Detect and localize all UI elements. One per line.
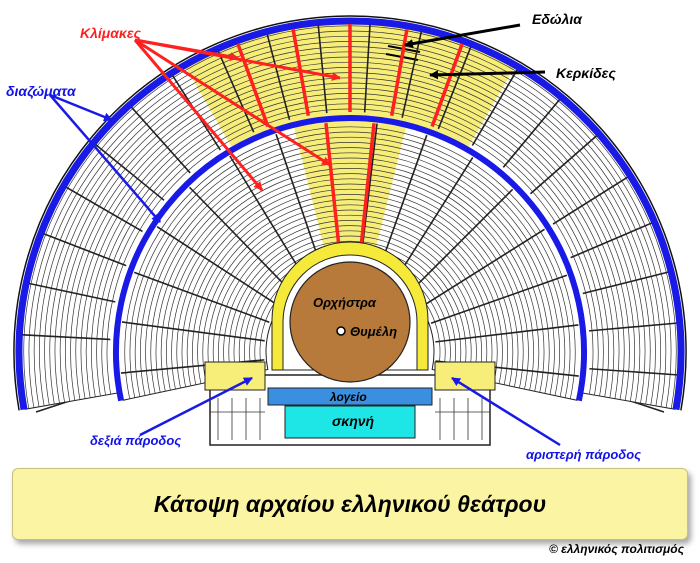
diazoma-inner (113, 115, 587, 402)
label-thymeli: Θυμέλη (350, 324, 398, 339)
cavea-outer-edge (13, 15, 687, 411)
label-aristeri-parodos: αριστερή πάροδος (526, 447, 642, 462)
label-skini: σκηνή (332, 413, 375, 429)
label-orchistra: Ορχήστρα (313, 295, 376, 310)
diazoma-rings (13, 15, 687, 411)
label-logeio: λογείο (330, 390, 367, 404)
highlighted-stairs (236, 24, 464, 267)
label-klimakes: Κλίμακες (80, 25, 141, 41)
stage-building (204, 361, 496, 446)
label-edolia: Εδώλια (532, 11, 582, 27)
diazoma-outer (15, 17, 685, 411)
thymeli-altar (336, 326, 346, 336)
logeio-rect (267, 387, 433, 406)
page-title: Κάτοψη αρχαίου ελληνικού θεάτρου (153, 490, 547, 517)
label-kerkides: Κερκίδες (556, 65, 616, 81)
title-banner: Κάτοψη αρχαίου ελληνικού θεάτρου (12, 468, 688, 540)
label-diazomata: διαζώματα (6, 83, 76, 99)
label-dexia-parodos: δεξιά πάροδος (90, 433, 182, 448)
stairways (22, 24, 678, 377)
orchestra (271, 241, 429, 383)
annotation-arrows (49, 23, 561, 447)
skini-rect (284, 405, 416, 439)
copyright-note: © ελληνικός πολιτισμός (548, 542, 684, 556)
